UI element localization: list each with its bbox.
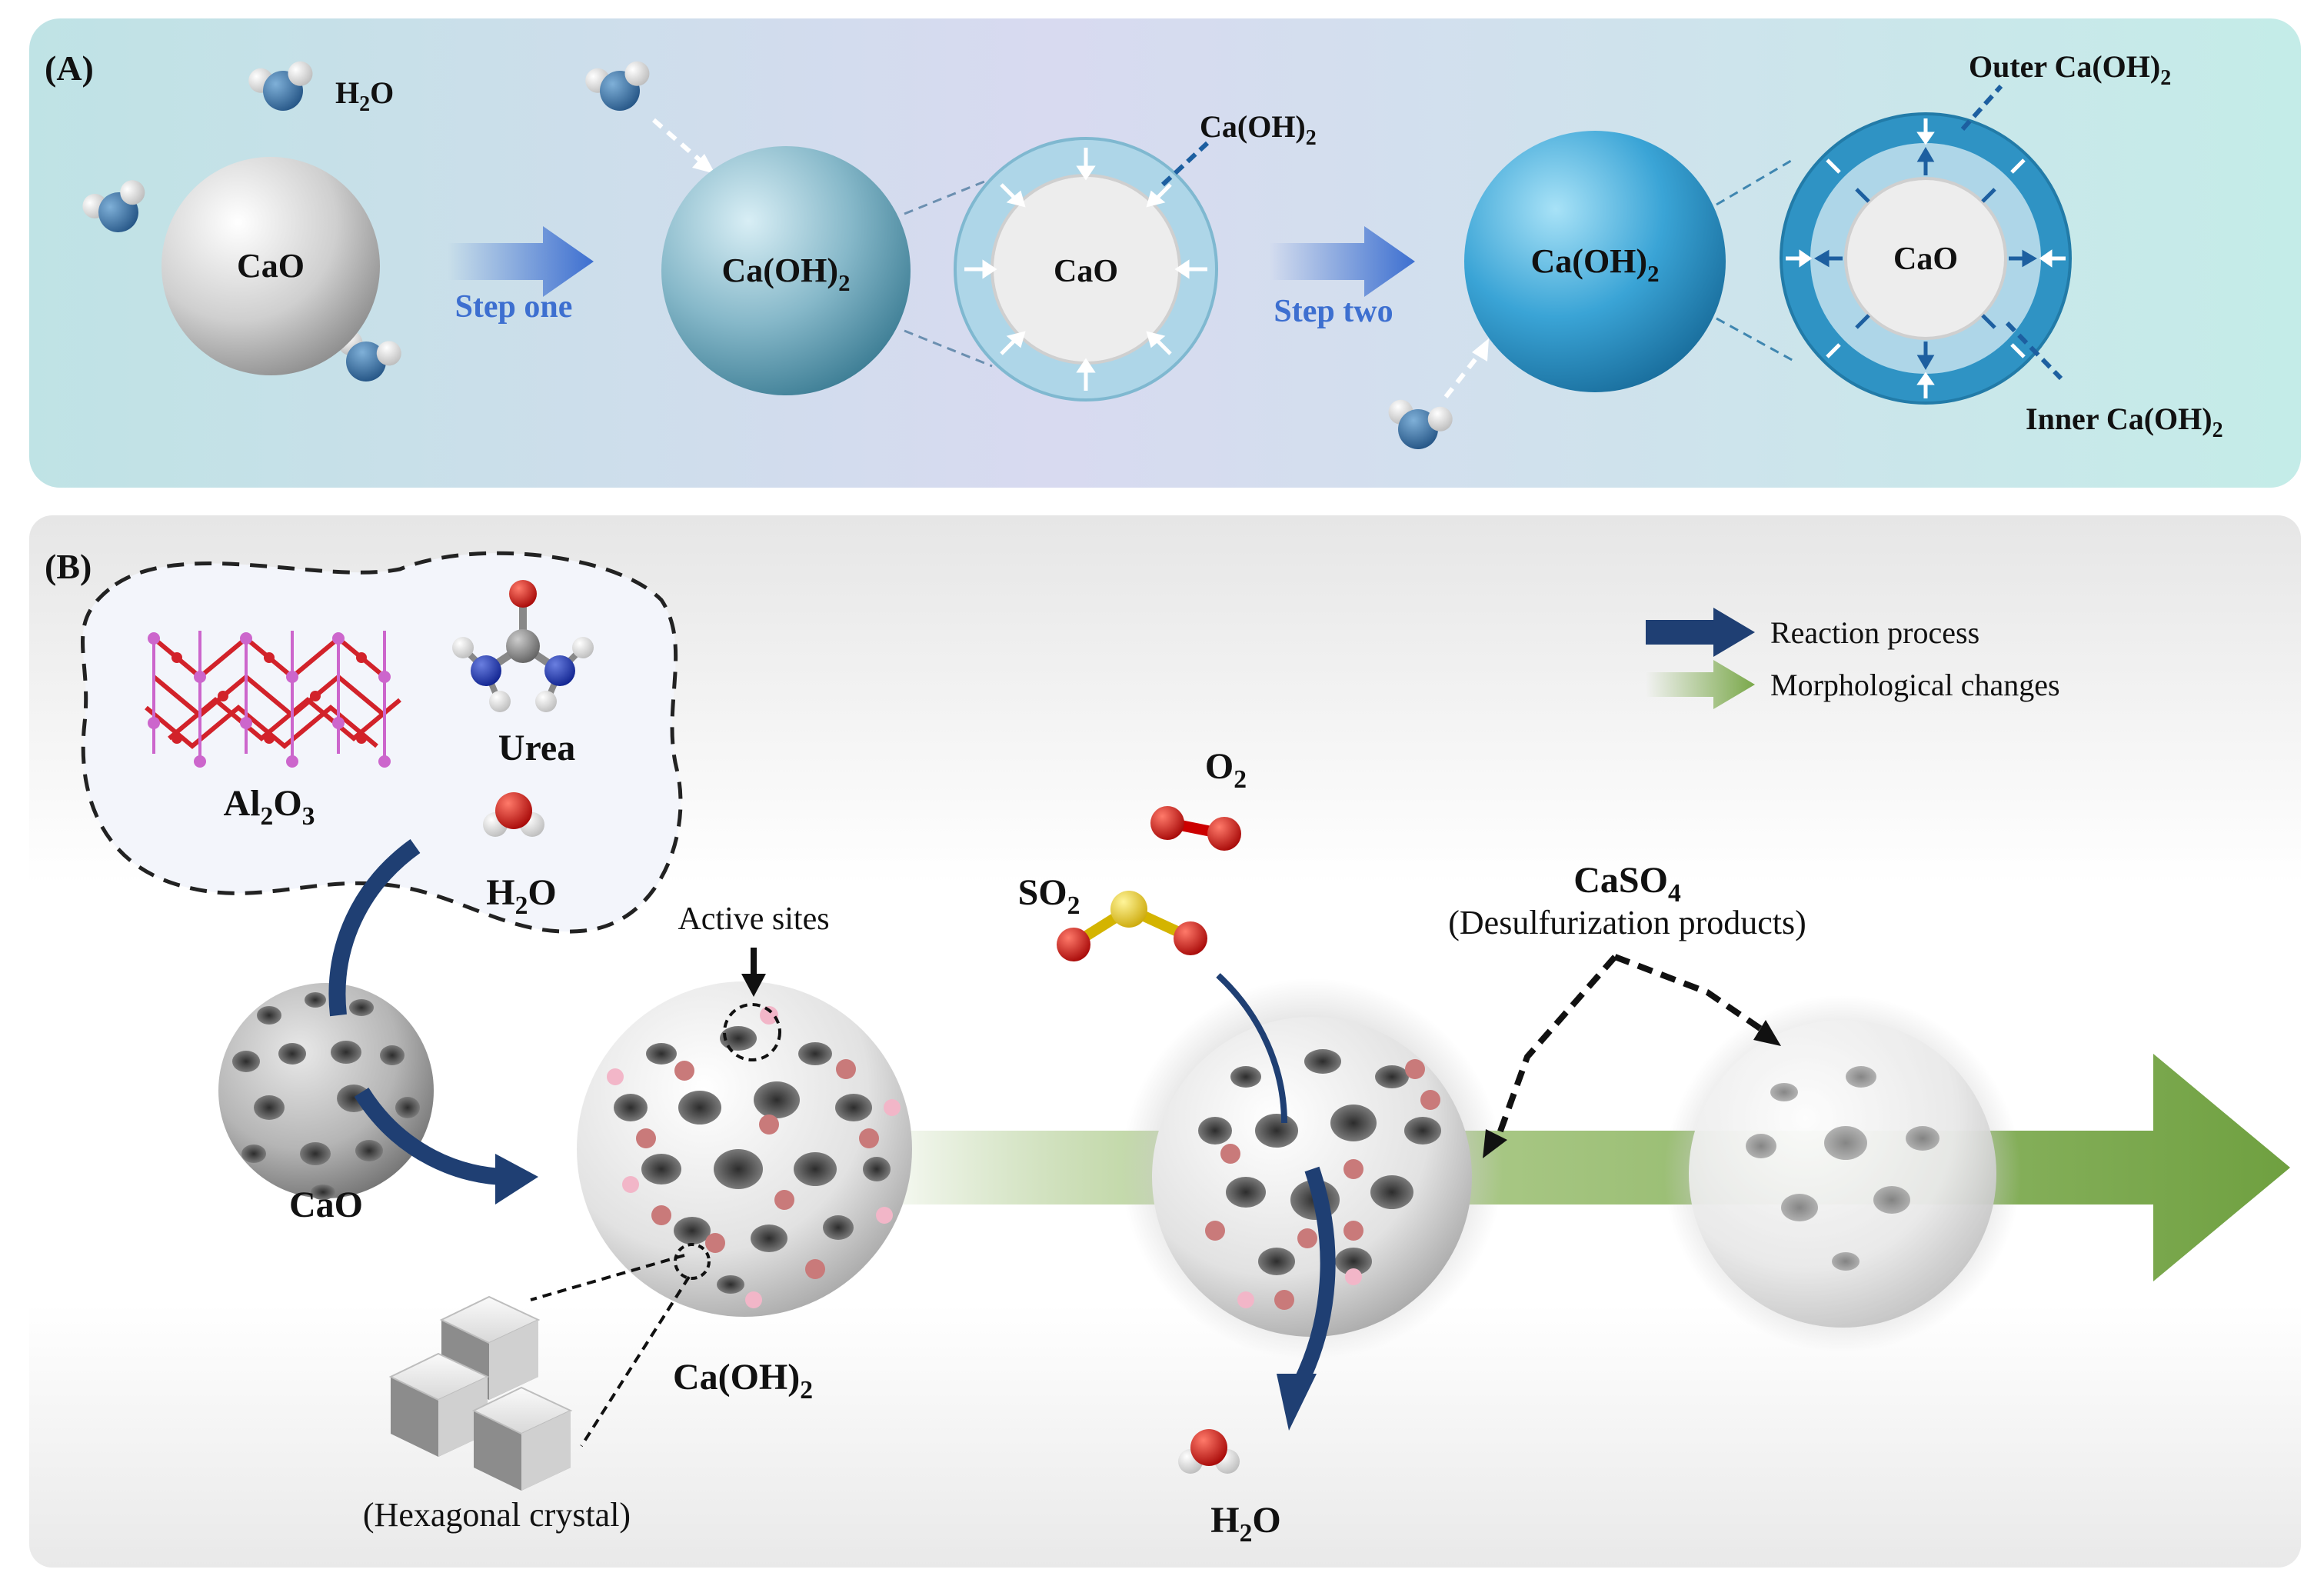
legend-morphology-label: Morphological changes	[1770, 668, 2060, 702]
shell-label: Ca(OH)2	[1200, 109, 1317, 150]
water-formula: H2O	[335, 75, 394, 116]
panel-b: (B) Reaction process Morphological chang…	[29, 515, 2301, 1568]
diffusion-arrowhead	[1472, 338, 1489, 362]
cao-label-b: CaO	[289, 1185, 363, 1225]
diffusion-arrowhead	[692, 154, 715, 174]
desulfurization-label: (Desulfurization products)	[1448, 904, 1806, 941]
step-one-label: Step one	[455, 289, 573, 325]
hexagonal-crystal-icon	[388, 1295, 573, 1491]
so2-label: SO2	[1018, 872, 1080, 920]
h2o-label: H2O	[486, 872, 556, 920]
outer-callout-line	[1960, 85, 2003, 131]
reaction-arrow-out	[354, 1088, 508, 1185]
hexagonal-crystal-label: (Hexagonal crystal)	[363, 1496, 631, 1534]
crystal-marker	[674, 1243, 711, 1280]
morphology-change-arrow	[861, 1054, 2290, 1281]
urea-label: Urea	[498, 728, 575, 768]
zoom-line	[530, 1254, 685, 1301]
inner-outward-arrows	[1814, 147, 2037, 370]
callout-line	[1160, 141, 1210, 187]
zoom-line	[904, 177, 993, 215]
h2o-release-arrow	[1293, 1166, 1336, 1388]
al2o3-label: Al2O3	[224, 783, 315, 831]
legend: Reaction process Morphological changes	[1646, 608, 2060, 709]
legend-reaction-label: Reaction process	[1770, 615, 1979, 650]
step-one-arrow	[448, 226, 594, 297]
panel-b-tag: (B)	[45, 547, 92, 586]
caso4-arrowhead-right	[1753, 1020, 1781, 1046]
panel-a-tag: (A)	[45, 48, 94, 88]
core-cao-label-2: CaO	[1893, 242, 1958, 277]
cross-section-step-one: CaO	[954, 137, 1218, 401]
cross-section-step-two: CaO	[1780, 112, 2072, 405]
outer-shell-label: Outer Ca(OH)2	[1969, 49, 2171, 90]
o2-label: O2	[1205, 746, 1247, 794]
zoom-line	[904, 329, 993, 368]
caoh2-label-2: Ca(OH)2	[1531, 242, 1660, 287]
caso4-label: CaSO4	[1573, 860, 1681, 908]
cao-porous-sphere	[218, 983, 434, 1200]
active-sites-label: Active sites	[678, 901, 829, 937]
cao-label: CaO	[237, 247, 305, 285]
caso4-covered-sphere	[1664, 995, 2021, 1352]
so2-molecule-icon	[1057, 891, 1207, 961]
caso4-arrowhead-left	[1483, 1129, 1507, 1158]
caoh2-sphere-blue	[1464, 131, 1726, 392]
o2-molecule-icon	[1150, 806, 1241, 851]
caso4-pointer-left	[1492, 955, 1618, 1148]
h2o-release-arrowhead	[1277, 1374, 1317, 1431]
reaction-arrow-in	[328, 839, 421, 1017]
active-site-marker	[723, 1003, 781, 1061]
active-sites-arrowhead	[741, 974, 766, 997]
zoom-line	[580, 1275, 691, 1448]
h2o-out-label: H2O	[1210, 1500, 1280, 1548]
reaction-arrowhead	[495, 1154, 538, 1204]
diffusion-arrow	[1443, 352, 1482, 398]
caoh2-label-b: Ca(OH)2	[673, 1357, 813, 1404]
caoh2-sphere	[661, 146, 911, 395]
caso4-pointer-right	[1613, 954, 1768, 1035]
core-cao-label: CaO	[1054, 254, 1118, 289]
inner-callout-line	[2005, 321, 2063, 381]
step-two-label: Step two	[1274, 294, 1393, 329]
inner-shell-label: Inner Ca(OH)2	[2026, 401, 2223, 442]
inward-arrows	[964, 148, 1207, 391]
panel-a: (A) H2O CaO Step one Ca(OH)2	[29, 18, 2301, 488]
cao-sphere	[161, 157, 380, 375]
al2o3-lattice-icon	[145, 631, 401, 768]
legend-reaction-arrow	[1646, 608, 1755, 657]
diffusion-arrow	[652, 118, 703, 164]
caoh2-label: Ca(OH)2	[722, 252, 851, 296]
legend-morphology-arrow	[1646, 660, 1755, 709]
so2-path-arrow	[1216, 973, 1287, 1124]
step-two-arrow	[1269, 226, 1415, 297]
outer-inward-arrows	[1786, 118, 2066, 398]
caoh2-porous-sphere	[577, 981, 912, 1317]
urea-molecule-icon	[452, 580, 594, 712]
cao-core	[1844, 177, 2007, 340]
